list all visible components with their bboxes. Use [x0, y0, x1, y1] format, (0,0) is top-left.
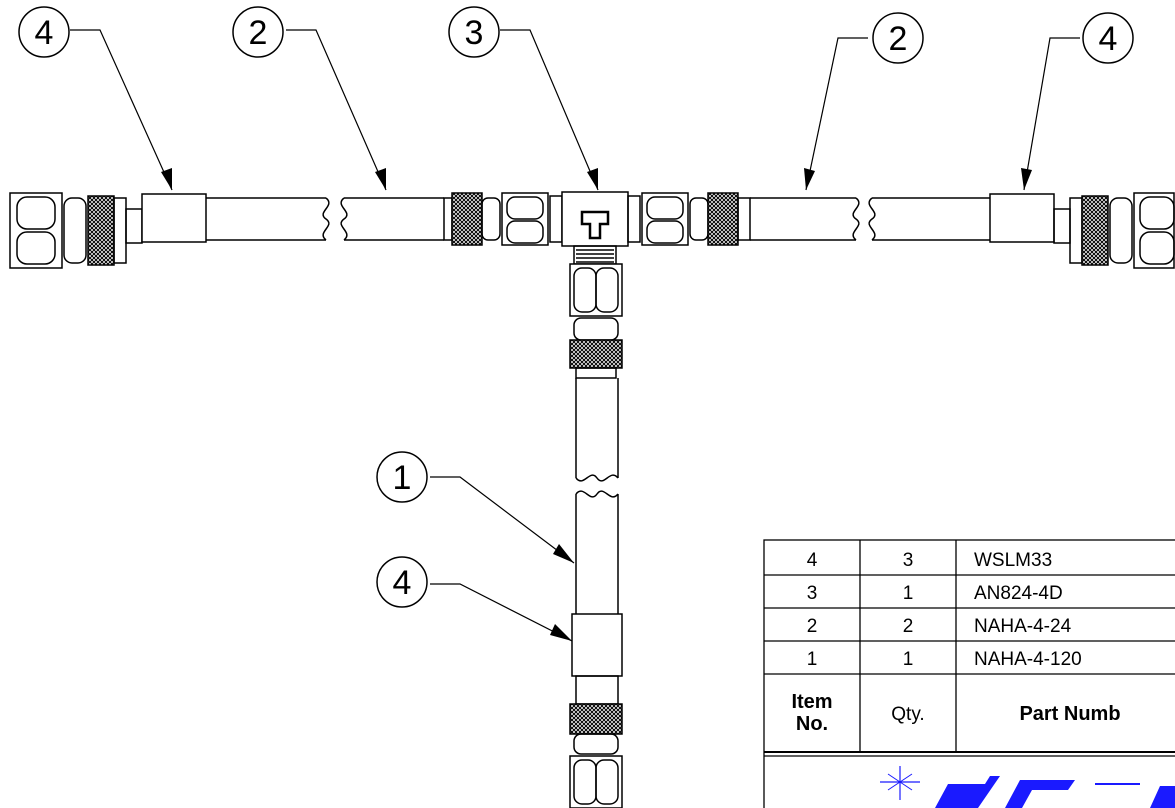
left-inner-fitting — [443, 192, 549, 246]
balloon-item-1: 1 — [376, 451, 428, 503]
vertical-hose-segment-b — [575, 490, 619, 614]
svg-text:2: 2 — [249, 14, 268, 52]
bom-header-item-line2: No. — [796, 713, 828, 735]
bom-row: 1 1 NAHA-4-120 — [807, 649, 1082, 670]
svg-text:1: 1 — [393, 459, 412, 497]
vertical-lower-fitting — [569, 675, 623, 808]
bom-qty: 1 — [903, 649, 914, 670]
svg-text:2: 2 — [889, 20, 908, 58]
right-inner-fitting — [641, 192, 751, 246]
balloon-item-4-right: 4 — [1082, 12, 1134, 64]
vertical-hose-segment-a — [575, 378, 619, 482]
bom-qty: 2 — [903, 616, 914, 637]
bom-header-item-line1: Item — [791, 691, 832, 713]
svg-text:4: 4 — [393, 564, 412, 602]
leader-arrowheads — [161, 168, 1032, 641]
right-hose-segment-b — [868, 197, 990, 241]
company-logo — [880, 766, 1175, 808]
balloon-item-4-lower: 4 — [376, 556, 428, 608]
left-hose-segment-b — [340, 197, 444, 241]
bom-row: 4 3 WSLM33 — [807, 550, 1052, 571]
svg-text:4: 4 — [1099, 20, 1118, 58]
bom-part-number: NAHA-4-24 — [974, 616, 1072, 637]
balloon-item-2-right: 2 — [872, 12, 924, 64]
right-sleeve — [989, 193, 1055, 243]
vertical-sleeve — [571, 613, 623, 677]
right-hose-segment-a — [750, 197, 860, 241]
leader-lines — [70, 29, 1080, 642]
bom-qty: 3 — [903, 550, 914, 571]
bom-part-number: NAHA-4-120 — [974, 649, 1082, 670]
tee-fitting — [549, 191, 641, 265]
bom-part-number: WSLM33 — [974, 550, 1052, 571]
left-fitting-end — [9, 192, 143, 269]
balloon-item-3: 3 — [448, 6, 500, 58]
left-sleeve — [141, 193, 207, 243]
balloon-item-4-left: 4 — [18, 6, 70, 58]
bom-header-part-number: Part Numb — [1019, 703, 1120, 725]
bom-qty: 1 — [903, 583, 914, 604]
bom-header-qty: Qty. — [891, 704, 924, 725]
vertical-upper-fitting — [569, 263, 623, 379]
bom-table — [763, 539, 1175, 808]
bom-item-no: 1 — [807, 649, 818, 670]
bom-header: Item No. Qty. Part Numb — [791, 691, 1120, 735]
svg-text:4: 4 — [35, 14, 54, 52]
bom-item-no: 2 — [807, 616, 818, 637]
bom-item-no: 4 — [807, 550, 818, 571]
bom-row: 3 1 AN824-4D — [807, 583, 1063, 604]
bom-item-no: 3 — [807, 583, 818, 604]
bom-part-number: AN824-4D — [974, 583, 1063, 604]
balloon-item-2-left: 2 — [232, 6, 284, 58]
right-fitting-end — [1053, 192, 1175, 269]
svg-text:3: 3 — [465, 14, 484, 52]
left-hose-segment-a — [206, 197, 330, 241]
bom-row: 2 2 NAHA-4-24 — [807, 616, 1072, 637]
